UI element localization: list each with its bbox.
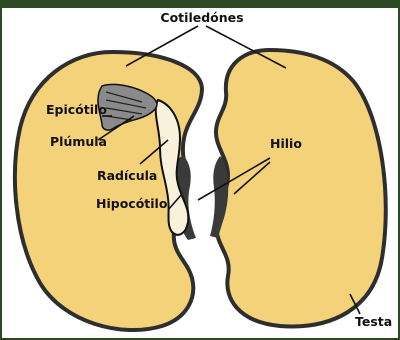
label-cotiledones: Cotiledónes bbox=[160, 10, 243, 25]
label-epicotilo: Epicótilo bbox=[46, 102, 107, 117]
bean-seed-diagram: Cotiledónes Epicótilo Plúmula Radícula H… bbox=[2, 8, 398, 338]
label-hilio: Hilio bbox=[270, 136, 302, 151]
label-plumula: Plúmula bbox=[50, 134, 107, 149]
label-radicula: Radícula bbox=[97, 168, 157, 183]
label-hipocotilo: Hipocótilo bbox=[96, 196, 168, 211]
label-testa: Testa bbox=[355, 314, 392, 329]
